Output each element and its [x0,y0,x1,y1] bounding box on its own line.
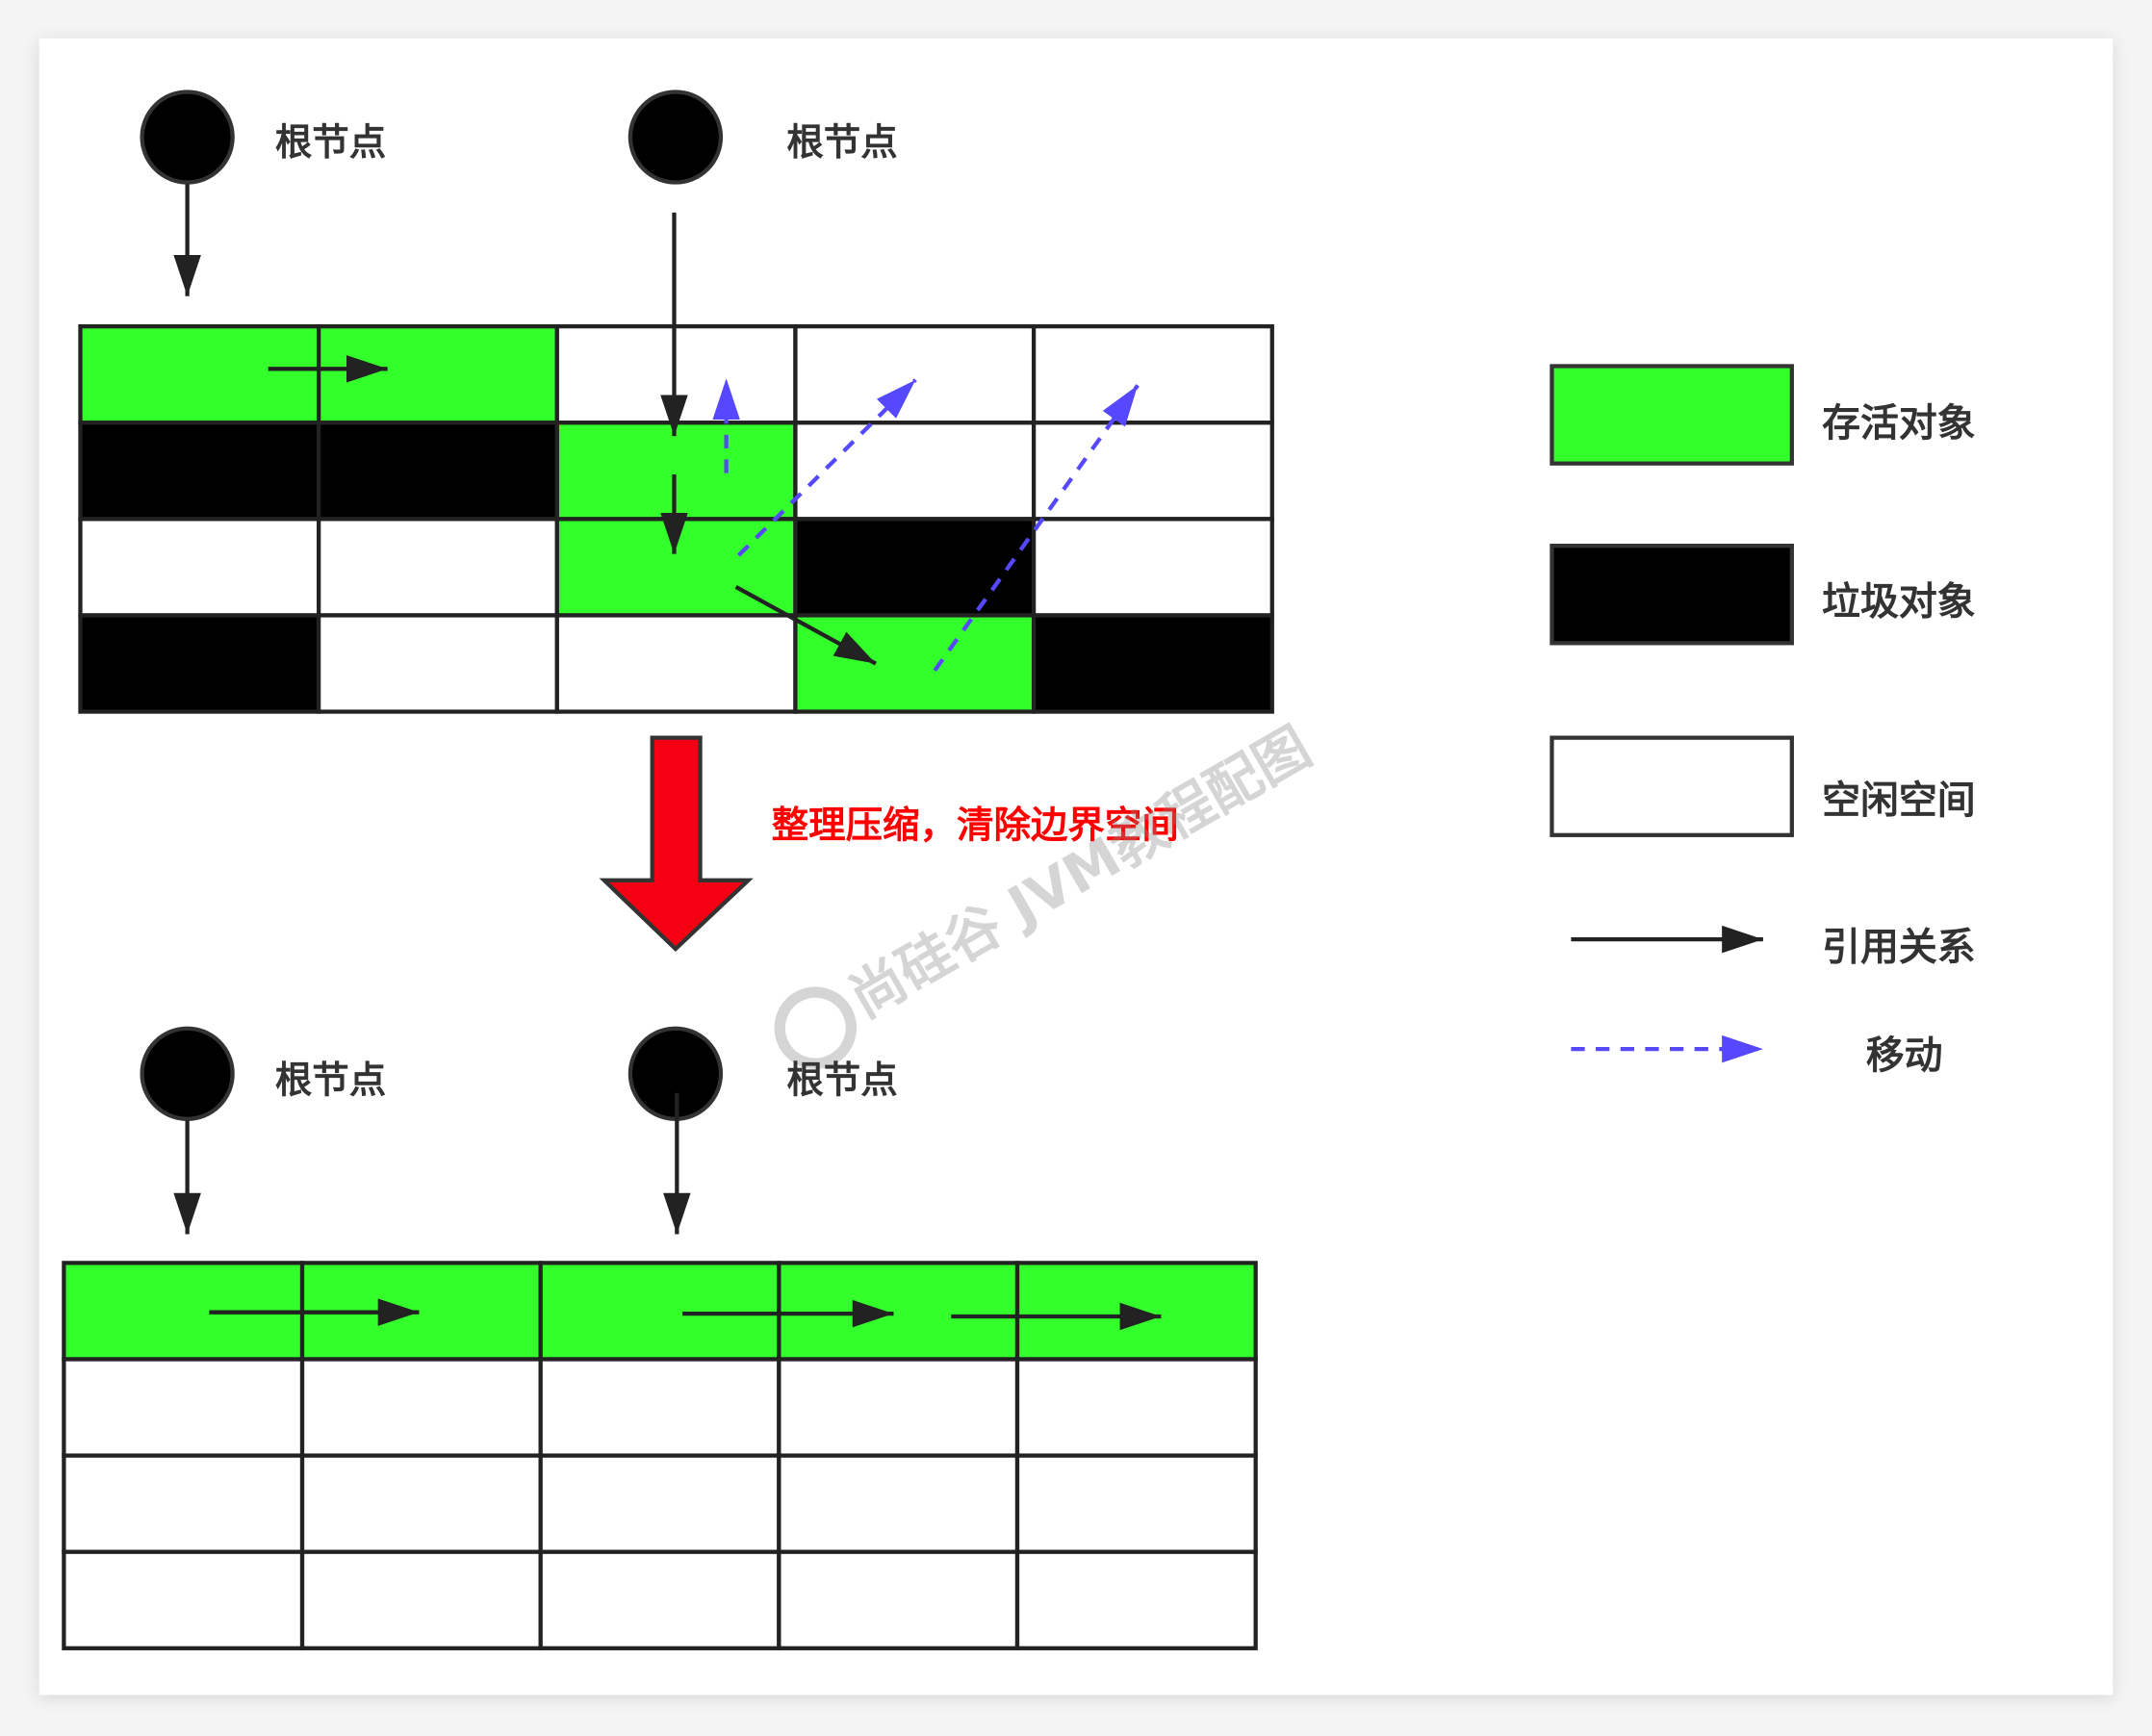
root-label: 根节点 [786,121,897,165]
heap-cell-free [316,517,559,618]
heap-cell-free [538,1357,781,1458]
heap-cell-free [1014,1453,1258,1554]
heap-cell-free [1031,421,1274,522]
heap-cell-free [777,1453,1020,1554]
heap-cell-free [78,517,321,618]
heap-cell-live [538,1261,781,1362]
legend-swatch-free [1550,735,1794,837]
heap-cell-free [299,1453,543,1554]
heap-cell-garbage [78,421,321,522]
move-arrows [712,378,1140,673]
heap-cell-free [793,324,1037,425]
legend-label-garbage: 垃圾对象 [1822,579,1976,624]
heap-cell-free [777,1357,1020,1458]
reference-arrow [734,585,877,666]
root-label: 根节点 [275,1059,386,1103]
legend-label-live: 存活对象 [1822,401,1976,446]
heap-cell-garbage [316,421,559,522]
heap-cell-garbage [793,517,1037,618]
heap-cell-live [793,613,1037,714]
heap-cell-free [777,1549,1020,1650]
root-label: 根节点 [786,1059,897,1103]
heap-cell-free [538,1549,781,1650]
legend-label-reference: 引用关系 [1822,925,1976,969]
legend-label-free: 空闲空间 [1822,779,1976,823]
heap-cell-free [62,1453,305,1554]
heap-cell-free [1031,517,1274,618]
heap-cell-free [538,1453,781,1554]
top-grid [78,324,1274,714]
compact-arrow-icon [599,735,754,953]
heap-cell-free [793,421,1037,522]
move-arrow [736,378,917,557]
reference-arrows [173,183,877,666]
heap-cell-live [316,324,559,425]
root-node-1 [140,1026,235,1121]
legend-swatch-live [1550,364,1794,466]
heap-cell-live [777,1261,1020,1362]
heap-cell-live [1014,1261,1258,1362]
root-label: 根节点 [275,121,386,165]
heap-cell-free [554,613,798,714]
transition-label: 整理压缩，清除边界空间 [772,804,1179,848]
root-node-1 [140,89,235,185]
top-heap: 根节点 根节点 [78,89,1274,714]
legend-swatch-garbage [1550,543,1794,646]
root-node-2 [628,89,724,185]
watermark-logo-icon [774,986,858,1069]
heap-cell-free [1014,1357,1258,1458]
heap-cell-free [299,1357,543,1458]
reference-arrows [173,1092,1162,1331]
heap-cell-free [62,1357,305,1458]
heap-cell-live [78,324,321,425]
heap-cell-free [299,1549,543,1650]
heap-cell-garbage [78,613,321,714]
heap-cell-free [1014,1549,1258,1650]
heap-cell-free [1031,324,1274,425]
legend: 存活对象 垃圾对象 空闲空间 引用关系 移动 [1550,364,1976,1078]
heap-cell-garbage [1031,613,1274,714]
bottom-grid [62,1261,1258,1650]
legend-label-move: 移动 [1866,1034,1943,1078]
heap-cell-free [316,613,559,714]
heap-cell-free [62,1549,305,1650]
move-arrow [933,384,1140,673]
bottom-heap: 根节点 根节点 [62,1026,1258,1650]
